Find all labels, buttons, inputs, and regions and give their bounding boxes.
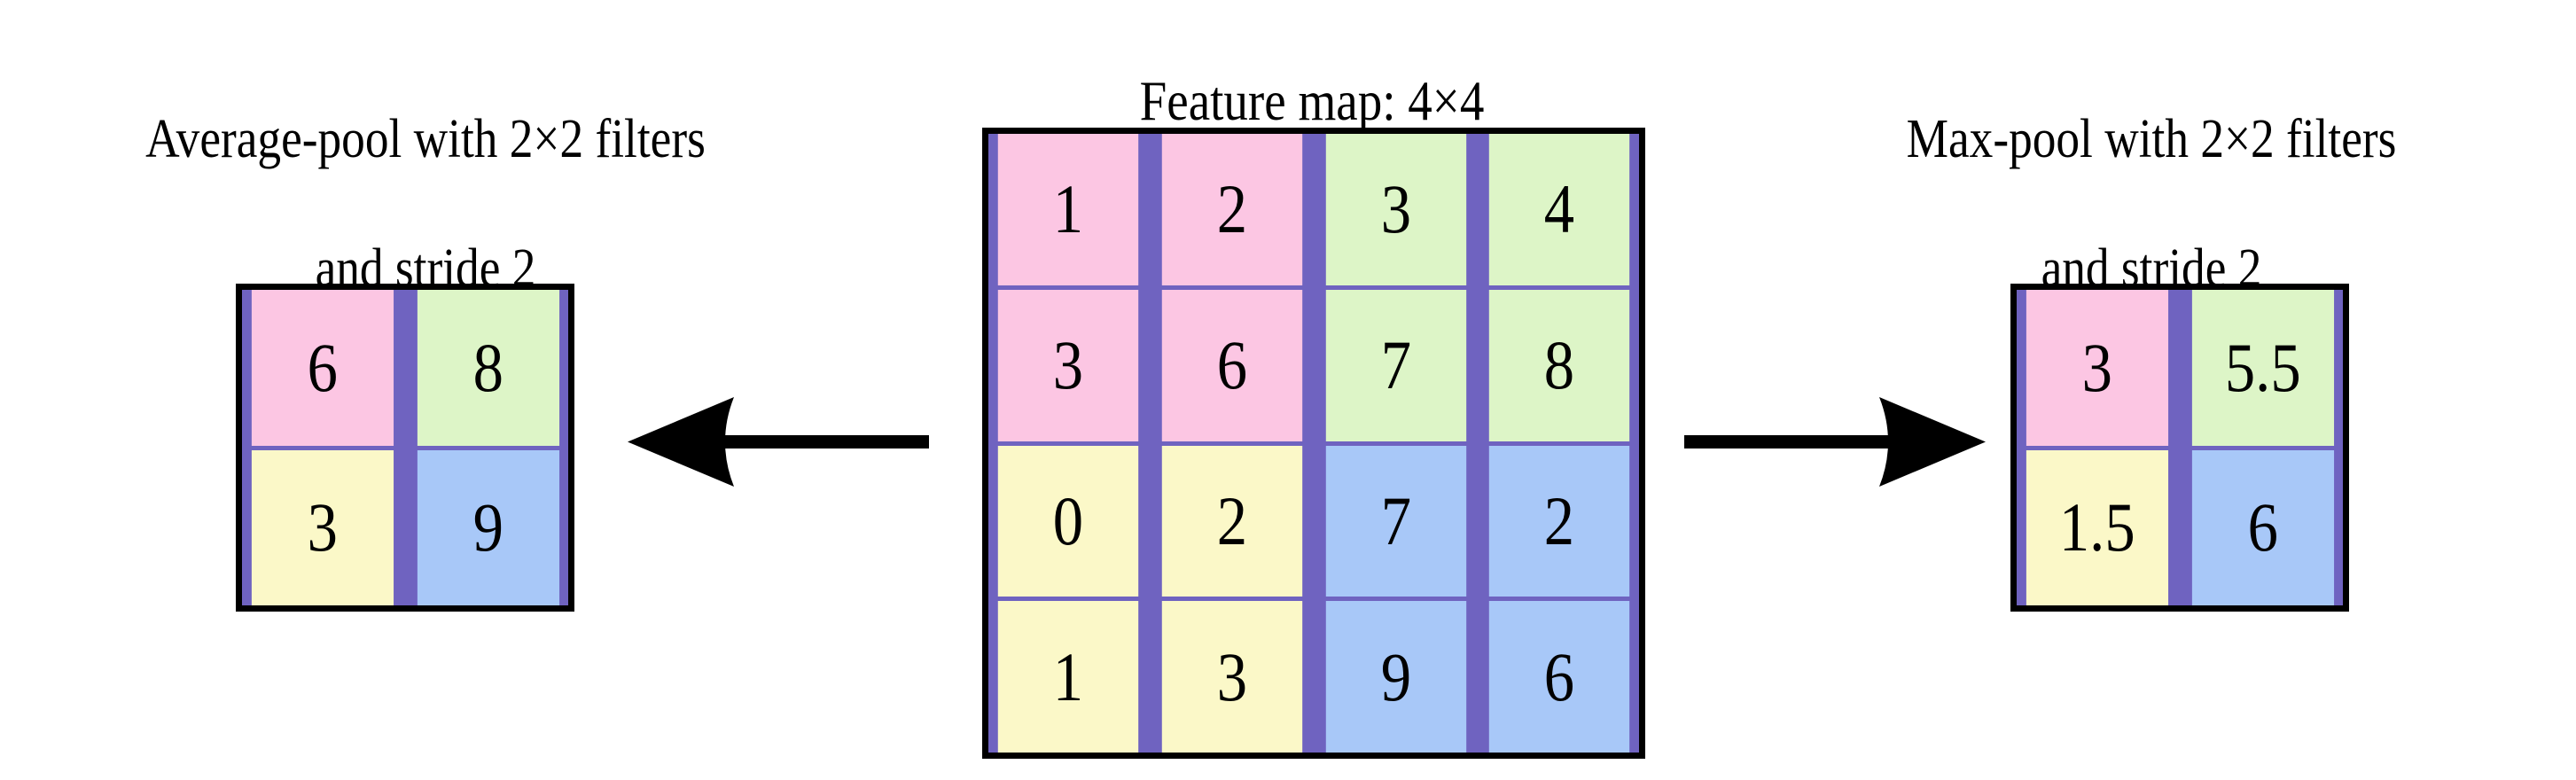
grid-cell: 7 (1325, 289, 1466, 441)
arrow-right-icon (1684, 397, 1986, 487)
grid-cell: 9 (417, 449, 559, 605)
grid-cell: 8 (417, 290, 559, 446)
grid-cell: 3 (997, 289, 1138, 441)
grid-cell: 6 (1161, 289, 1302, 441)
grid-cell: 2 (1161, 134, 1302, 285)
grid-cell: 6 (1489, 601, 1630, 753)
grid-cell: 1 (997, 601, 1138, 753)
grid-cell: 3 (2026, 290, 2168, 446)
grid-cell: 6 (2191, 449, 2334, 605)
grid-cell: 2 (1161, 445, 1302, 597)
grid-cell: 1.5 (2026, 449, 2168, 605)
grid-cell: 3 (251, 449, 394, 605)
grid-cell: 7 (1325, 445, 1466, 597)
grid-cell: 0 (997, 445, 1138, 597)
grid-cell: 1 (997, 134, 1138, 285)
grid-cell: 9 (1325, 601, 1466, 753)
grid-cell: 6 (251, 290, 394, 446)
grid-cell: 8 (1489, 289, 1630, 441)
feature-map-title-text: Feature map: 4×4 (1139, 68, 1485, 132)
grid-cell: 3 (1325, 134, 1466, 285)
grid-cell: 5.5 (2191, 290, 2334, 446)
average-pool-caption-line-1: Average-pool with 2×2 filters (145, 109, 706, 170)
max-pool-caption-line-1: Max-pool with 2×2 filters (1906, 109, 2397, 170)
arrow-left-icon (628, 397, 929, 487)
grid-cell: 3 (1161, 601, 1302, 753)
feature-map-title: Feature map: 4×4 (977, 0, 1648, 201)
grid-cell: 4 (1489, 134, 1630, 285)
grid-cell: 2 (1489, 445, 1630, 597)
